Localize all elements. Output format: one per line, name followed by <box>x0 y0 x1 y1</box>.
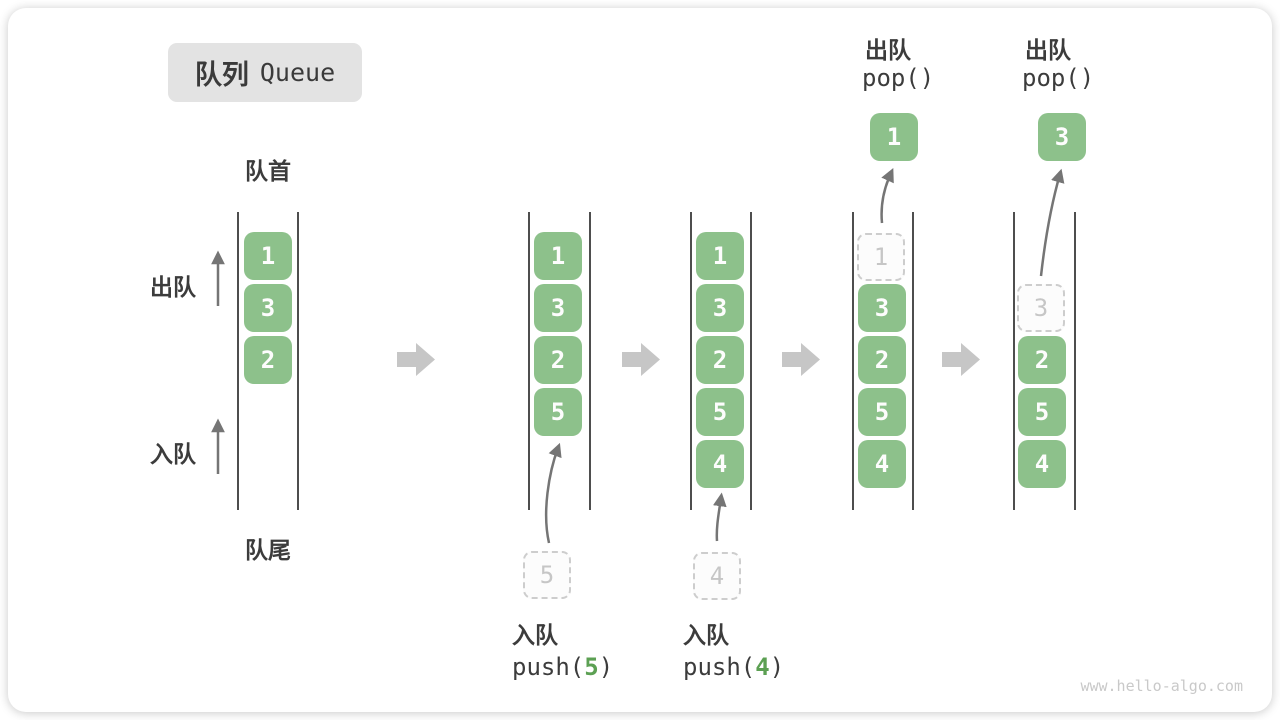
queue-item: 2 <box>1018 336 1066 384</box>
queue-item: 4 <box>858 440 906 488</box>
op-action-label: 入队 <box>683 622 729 648</box>
queue-rear-label: 队尾 <box>245 537 291 563</box>
dequeue-side-label: 出队 <box>150 274 196 300</box>
queue-item: 3 <box>858 284 906 332</box>
op-fn: push( <box>683 653 756 681</box>
diagram-card <box>8 8 1272 712</box>
op-action-label: 出队 <box>865 37 911 63</box>
ghost-item: 4 <box>693 552 741 600</box>
queue-item: 4 <box>696 440 744 488</box>
queue-item: 3 <box>244 284 292 332</box>
ghost-item: 5 <box>523 551 571 599</box>
queue-wall <box>912 212 914 510</box>
queue-item: 1 <box>696 232 744 280</box>
queue-wall <box>690 212 692 510</box>
queue-item: 3 <box>696 284 744 332</box>
queue-item: 2 <box>696 336 744 384</box>
op-arg: 4 <box>755 653 770 681</box>
popped-item: 3 <box>1038 113 1086 161</box>
title-zh: 队列 <box>194 60 249 90</box>
queue-item: 5 <box>696 388 744 436</box>
queue-item: 2 <box>534 336 582 384</box>
op-arg: 5 <box>584 653 599 681</box>
op-action-label: 入队 <box>512 622 558 648</box>
title-en: Queue <box>259 58 336 87</box>
op-close: ) <box>598 653 614 681</box>
queue-item: 1 <box>244 232 292 280</box>
queue-wall <box>1013 212 1015 510</box>
queue-item: 5 <box>1018 388 1066 436</box>
op-fn: push( <box>512 653 585 681</box>
ghost-item: 3 <box>1017 284 1065 332</box>
queue-wall <box>237 212 239 510</box>
queue-item: 4 <box>1018 440 1066 488</box>
queue-wall <box>852 212 854 510</box>
op-code-label: push(5) <box>512 653 613 681</box>
op-code-label: push(4) <box>683 653 784 681</box>
watermark: www.hello-algo.com <box>1080 677 1243 695</box>
queue-item: 5 <box>534 388 582 436</box>
queue-item: 1 <box>534 232 582 280</box>
queue-wall <box>750 212 752 510</box>
ghost-item: 1 <box>857 233 905 281</box>
op-action-label: 出队 <box>1025 37 1071 63</box>
popped-item: 1 <box>870 113 918 161</box>
queue-item: 5 <box>858 388 906 436</box>
op-fn: pop() <box>1022 64 1095 92</box>
queue-item: 2 <box>858 336 906 384</box>
title-badge: 队列 Queue <box>168 43 362 102</box>
queue-wall <box>1074 212 1076 510</box>
queue-wall <box>589 212 591 510</box>
queue-item: 3 <box>534 284 582 332</box>
op-fn: pop() <box>862 64 935 92</box>
enqueue-side-label: 入队 <box>150 441 196 467</box>
op-code-label: pop() <box>1022 64 1094 92</box>
op-code-label: pop() <box>862 64 934 92</box>
queue-front-label: 队首 <box>245 158 291 184</box>
op-close: ) <box>769 653 785 681</box>
queue-item: 2 <box>244 336 292 384</box>
queue-wall <box>297 212 299 510</box>
queue-wall <box>528 212 530 510</box>
